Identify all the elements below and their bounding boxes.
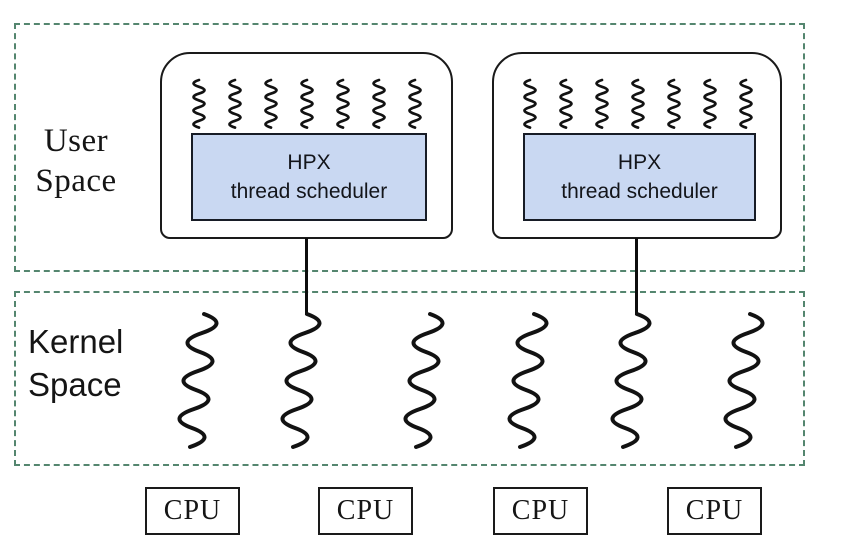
user-thread-icon bbox=[666, 78, 681, 129]
user-thread-icon bbox=[594, 78, 609, 129]
cpu-label: CPU bbox=[163, 495, 222, 526]
user-thread-icon bbox=[228, 78, 242, 129]
kernel-thread-icon bbox=[610, 312, 652, 449]
user-space-region bbox=[14, 23, 805, 272]
user-thread-icon bbox=[192, 78, 206, 129]
user-threads-row bbox=[494, 78, 780, 130]
user-thread-icon bbox=[558, 78, 573, 129]
cpu-box: CPU bbox=[318, 487, 413, 535]
cpu-box: CPU bbox=[667, 487, 762, 535]
cpu-box: CPU bbox=[493, 487, 588, 535]
cpu-label: CPU bbox=[685, 495, 744, 526]
user-threads-row bbox=[162, 78, 451, 130]
kernel-space-label-line1: Kernel bbox=[28, 323, 124, 360]
user-space-label-line2: Space bbox=[35, 163, 117, 199]
scheduler-label-line2: thread scheduler bbox=[561, 180, 718, 203]
user-thread-icon bbox=[372, 78, 386, 129]
hpx-runtime-node: HPX thread scheduler bbox=[160, 52, 453, 239]
user-thread-icon bbox=[630, 78, 645, 129]
hpx-runtime-node: HPX thread scheduler bbox=[492, 52, 782, 239]
user-thread-icon bbox=[522, 78, 537, 129]
cpu-label: CPU bbox=[511, 495, 570, 526]
user-thread-icon bbox=[738, 78, 753, 129]
scheduler-to-kernel-connector bbox=[305, 238, 308, 315]
user-thread-icon bbox=[300, 78, 314, 129]
kernel-space-region bbox=[14, 291, 805, 466]
user-thread-icon bbox=[336, 78, 350, 129]
user-thread-icon bbox=[264, 78, 278, 129]
cpu-box: CPU bbox=[145, 487, 240, 535]
scheduler-to-kernel-connector bbox=[635, 238, 638, 315]
hpx-thread-scheduler-box: HPX thread scheduler bbox=[191, 133, 427, 221]
user-thread-icon bbox=[408, 78, 422, 129]
scheduler-label-line2: thread scheduler bbox=[230, 180, 388, 203]
cpu-label: CPU bbox=[336, 495, 395, 526]
user-thread-icon bbox=[702, 78, 717, 129]
user-space-label-line1: User bbox=[43, 123, 109, 159]
kernel-thread-icon bbox=[403, 312, 445, 449]
kernel-thread-icon bbox=[723, 312, 765, 449]
user-space-label: User Space bbox=[10, 121, 142, 201]
kernel-thread-icon bbox=[177, 312, 219, 449]
scheduler-label-line1: HPX bbox=[617, 151, 662, 174]
kernel-thread-icon bbox=[280, 312, 322, 449]
kernel-space-label-line2: Space bbox=[28, 366, 122, 403]
kernel-thread-icon bbox=[507, 312, 549, 449]
kernel-space-label: Kernel Space bbox=[28, 320, 178, 406]
scheduler-label-line1: HPX bbox=[287, 151, 331, 174]
hpx-thread-scheduler-box: HPX thread scheduler bbox=[523, 133, 756, 221]
